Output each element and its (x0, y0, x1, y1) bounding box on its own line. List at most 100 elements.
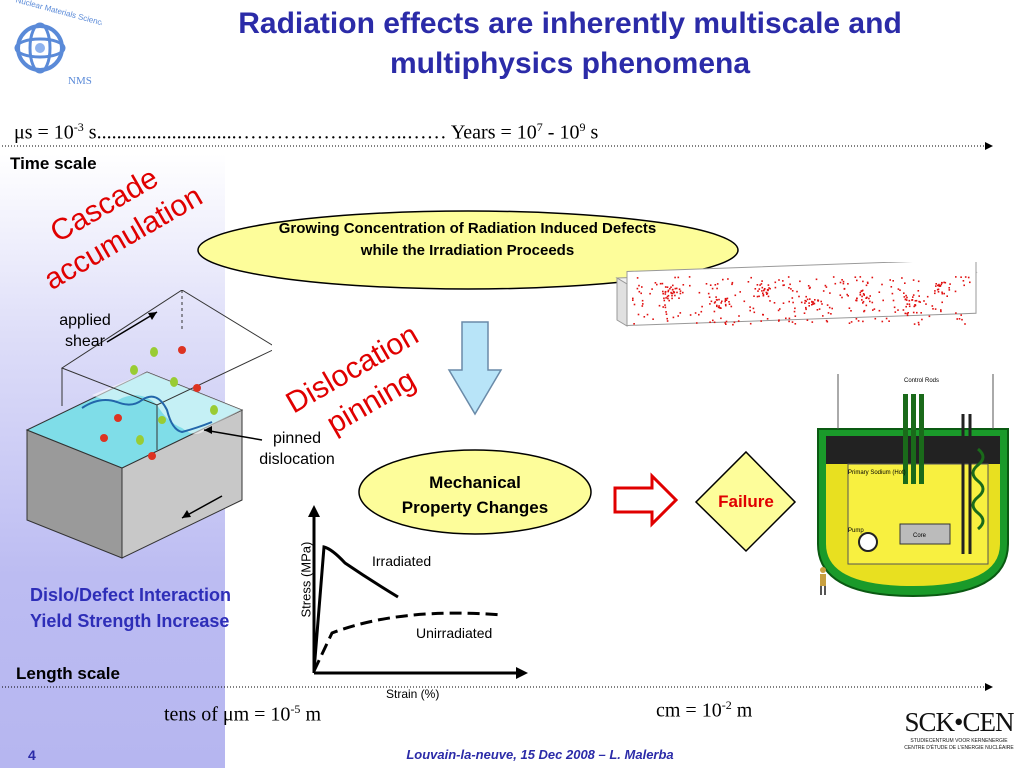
defect-dot (912, 294, 915, 296)
failure-diamond (694, 450, 797, 553)
defect-dot (762, 294, 765, 296)
defect-dot (725, 304, 727, 307)
time-left-suffix: s (83, 121, 97, 144)
defect-dot (757, 290, 759, 292)
sck-sub-1: STUDIECENTRUM VOOR KERNENERGIE (910, 738, 1008, 744)
defect-dot (828, 306, 831, 309)
defect-dot (688, 276, 691, 278)
defect-dot (731, 281, 734, 284)
time-left-prefix: μs = 10 (14, 121, 74, 144)
defect-dot (892, 299, 895, 302)
defect-dot (789, 283, 791, 286)
defect-dot (862, 293, 865, 295)
defect-dot (908, 303, 911, 305)
defect-dot (753, 295, 755, 297)
stress-strain-plot (308, 505, 528, 679)
defect-dot (678, 297, 680, 299)
defect-dot (739, 291, 741, 293)
defect-dot (675, 287, 678, 290)
defect-dot (767, 295, 770, 298)
defect-dot (941, 292, 944, 295)
defect-dot (904, 282, 906, 284)
defect-dot (908, 305, 911, 308)
defect-dot (778, 279, 780, 281)
defect-dot (800, 301, 803, 304)
defect-dot (678, 288, 681, 290)
defect-dot (756, 284, 759, 286)
defect-dot (871, 276, 874, 279)
defect-dot (766, 292, 769, 295)
defect-dot (812, 303, 814, 305)
length-left-suffix: m (300, 703, 321, 726)
defect-dot (714, 301, 717, 303)
defect-dot (808, 287, 811, 290)
defect-dot (941, 301, 943, 304)
defect-dot (743, 300, 746, 303)
right-arrow (613, 472, 679, 528)
defect-dot (718, 298, 720, 301)
defect-dot (903, 292, 905, 294)
defect-dot (656, 283, 658, 286)
defect-dot (774, 286, 777, 289)
nms-logo: NMS Nuclear Materials Science (14, 0, 102, 87)
defect-dot (824, 284, 827, 287)
defect-dot (888, 320, 890, 322)
defect-dot (805, 300, 807, 303)
defect-dot (664, 304, 666, 306)
defect-dot (730, 305, 733, 308)
defect-dot (818, 308, 821, 310)
defect-dot (897, 309, 899, 311)
defect-dot (964, 276, 967, 278)
defect-dot (919, 301, 921, 303)
down-arrow (447, 321, 503, 416)
defect-dot (848, 322, 851, 324)
defect-dot (679, 290, 682, 292)
defect-dot (636, 287, 639, 290)
defect-dot (724, 300, 726, 303)
defect-dot (954, 290, 957, 293)
defect-dot (827, 312, 830, 314)
defect-dot (799, 280, 801, 283)
defect-dot (969, 281, 971, 284)
defect-dot (830, 313, 832, 315)
defect-dot (937, 288, 940, 291)
defect-dot (932, 308, 934, 310)
defect-dot (711, 287, 714, 290)
defect-dot (894, 311, 897, 313)
defect-dot (761, 286, 764, 289)
footer-text: Louvain-la-neuve, 15 Dec 2008 – L. Maler… (406, 747, 674, 762)
defect-dot (783, 284, 785, 286)
defect-dot (794, 323, 797, 325)
dislocation-interaction-text: Dislo/Defect Interaction Yield Strength … (30, 582, 231, 634)
defect-dot (709, 321, 711, 323)
defect-dot (663, 299, 666, 302)
defect-dot (671, 289, 674, 291)
defect-dot (670, 291, 672, 294)
length-scale-arrow (2, 683, 993, 691)
defect-dot (677, 315, 679, 317)
defect-dot (791, 297, 794, 299)
defect-dot (917, 280, 920, 283)
defect-dot (633, 323, 635, 325)
defect-dot (666, 295, 669, 298)
stress-axis-label: Stress (MPa) (298, 541, 314, 618)
defect-dot (903, 296, 906, 298)
title-line-2: multiphysics phenomena (389, 47, 751, 80)
defect-dot (865, 297, 867, 299)
defect-dot (885, 317, 888, 320)
defect-dot (839, 294, 842, 296)
defect-dot (651, 288, 653, 290)
defect-dot (848, 307, 851, 309)
defect-dot (768, 287, 770, 289)
defect-dot (920, 312, 922, 314)
defect-dot (674, 276, 676, 279)
defect-dot (708, 296, 711, 298)
defect-dot (935, 283, 937, 285)
defect-dot (856, 279, 858, 282)
defect-dot (798, 295, 800, 298)
defect-dot (716, 299, 718, 301)
defect-dot (676, 291, 678, 294)
defect-dot (814, 299, 816, 301)
defect-dot (724, 299, 727, 301)
defect-dot (747, 281, 750, 283)
